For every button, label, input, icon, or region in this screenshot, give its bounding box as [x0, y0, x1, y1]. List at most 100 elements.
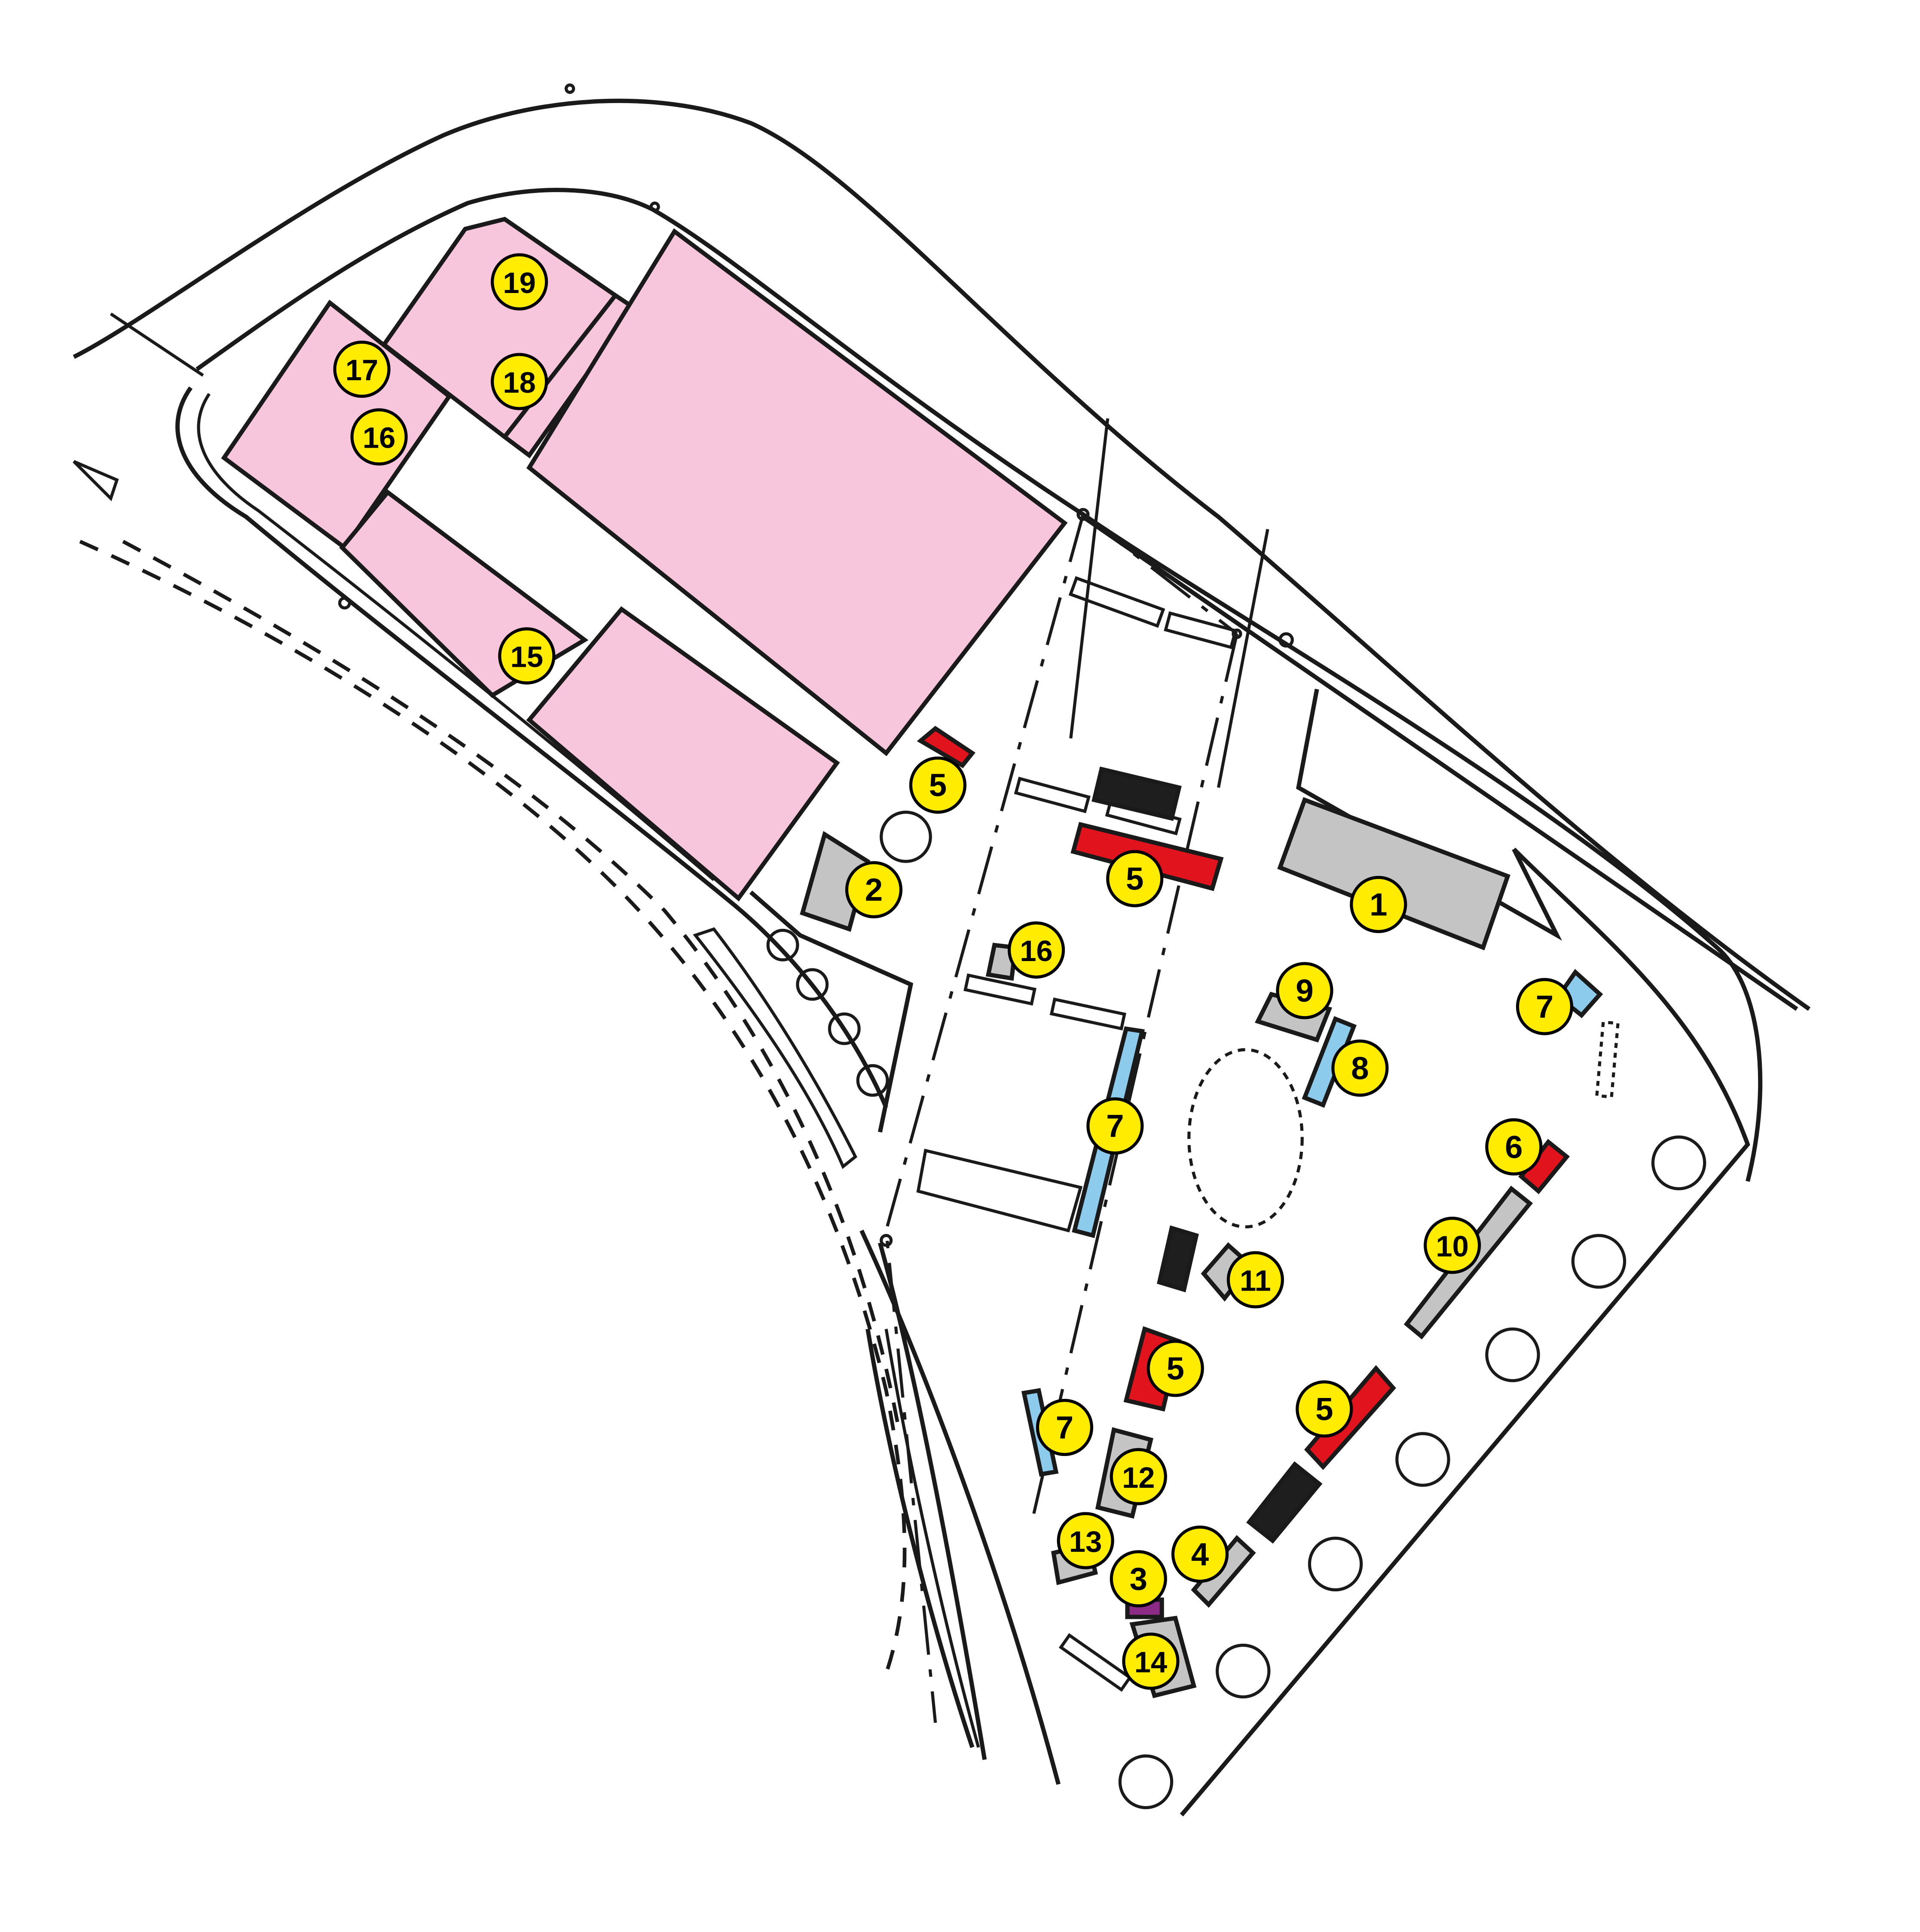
- tree: [766, 928, 799, 961]
- marker-circle: [1146, 1340, 1204, 1397]
- marker-label: 8: [1351, 1050, 1369, 1086]
- axis-north: [1082, 513, 1238, 635]
- marker-label: 2: [865, 872, 883, 908]
- marker-label: 15: [511, 641, 543, 674]
- marker-2: 2: [845, 861, 903, 919]
- marker-label: 14: [1134, 1645, 1167, 1679]
- west-perimeter-inner: [197, 393, 715, 881]
- marker-label: 7: [1536, 989, 1553, 1025]
- marker-label: 11: [1240, 1264, 1271, 1297]
- marker-circle: [1007, 921, 1065, 979]
- marker-5: 5: [1146, 1340, 1204, 1397]
- marker-5: 5: [1106, 850, 1164, 907]
- survey-point: [564, 83, 575, 94]
- hatch-bar-3: [1014, 776, 1091, 813]
- marker-label: 10: [1436, 1230, 1468, 1263]
- marker-circle: [1296, 1380, 1353, 1438]
- marker-circle: [1036, 1398, 1094, 1456]
- marker-label: 7: [1106, 1108, 1124, 1144]
- survey-point: [649, 201, 660, 212]
- marker-18: 18: [491, 353, 548, 410]
- marker-4: 4: [1171, 1525, 1229, 1583]
- marker-circle: [1350, 876, 1407, 933]
- hatch-oval-area: [1187, 1048, 1304, 1229]
- marker-circle: [1226, 1251, 1284, 1309]
- marker-label: 5: [1126, 861, 1143, 897]
- marker-12: 12: [1110, 1448, 1167, 1505]
- hatched-areas: [916, 576, 1620, 1692]
- marker-7: 7: [1516, 978, 1574, 1035]
- marker-circle: [498, 627, 556, 685]
- survey-point: [1278, 632, 1294, 648]
- marker-7: 7: [1086, 1097, 1144, 1155]
- tree: [880, 810, 932, 863]
- marker-7: 7: [1036, 1398, 1094, 1456]
- survey-point: [1076, 508, 1090, 521]
- hatch-bar-6: [1049, 997, 1126, 1031]
- marker-circle: [1276, 962, 1333, 1019]
- marker-circle: [1122, 1633, 1180, 1690]
- marker-label: 19: [503, 266, 535, 299]
- corridor-strip: [693, 927, 858, 1169]
- marker-label: 17: [345, 354, 378, 387]
- marker-label: 18: [503, 366, 535, 399]
- marker-circle: [491, 353, 548, 410]
- black-unit-north: [1091, 766, 1182, 821]
- alley-left: [749, 890, 914, 1133]
- east-boundary: [1180, 847, 1750, 1816]
- marker-label: 9: [1296, 973, 1313, 1009]
- survey-line-a: [1069, 418, 1110, 739]
- marker-16: 16: [350, 408, 408, 466]
- marker-circle: [1424, 1217, 1481, 1274]
- marker-circle: [1485, 1118, 1543, 1176]
- survey-points: [338, 83, 1294, 1247]
- survey-line-b: [1217, 529, 1269, 788]
- marker-circle: [1110, 1550, 1167, 1608]
- marker-19: 19: [491, 253, 548, 311]
- marker-label: 13: [1069, 1525, 1102, 1558]
- marker-circle: [491, 253, 548, 311]
- hatch-bar-7: [1058, 1633, 1132, 1692]
- road-corner: [110, 312, 204, 377]
- marker-label: 16: [1020, 934, 1052, 968]
- marker-circle: [909, 756, 967, 814]
- axis-east: [1032, 633, 1238, 1514]
- marker-13: 13: [1057, 1512, 1114, 1569]
- red-containers: [917, 726, 1570, 1470]
- marker-circle: [1110, 1448, 1167, 1505]
- survey-point: [880, 1234, 893, 1247]
- tree: [1485, 1327, 1540, 1383]
- tree: [856, 1064, 889, 1097]
- marker-label: 5: [1315, 1391, 1333, 1427]
- black-unit-south: [1246, 1461, 1323, 1544]
- marker-label: 16: [363, 421, 395, 455]
- west-perimeter: [175, 386, 888, 1108]
- axis-west: [884, 514, 1085, 1723]
- south-track-b: [865, 1328, 975, 1748]
- element-8: [1302, 1016, 1357, 1108]
- marker-circle: [1106, 850, 1164, 907]
- black-unit-center: [1157, 1225, 1199, 1293]
- marker-6: 6: [1485, 1118, 1543, 1176]
- hatch-bar-8: [1595, 1020, 1620, 1099]
- tree: [796, 968, 829, 1001]
- marker-label: 5: [929, 767, 947, 803]
- trees: [766, 810, 1706, 1810]
- marker-circle: [1516, 978, 1574, 1035]
- hatch-bar-5: [963, 973, 1036, 1006]
- survey-point: [338, 596, 351, 610]
- east-boundary-outer: [1082, 515, 1798, 1011]
- building-main-hall: [526, 228, 1068, 757]
- tree: [1118, 1754, 1174, 1810]
- south-track-c: [884, 1328, 980, 1748]
- marker-10: 10: [1424, 1217, 1481, 1274]
- outer-road-edge: [73, 98, 1811, 1011]
- marker-circle: [350, 408, 408, 466]
- hatch-stage-area: [916, 1148, 1083, 1233]
- gray-structures: [800, 797, 1533, 1698]
- marker-8: 8: [1331, 1039, 1389, 1097]
- tree: [1395, 1432, 1450, 1487]
- marker-circle: [845, 861, 903, 919]
- marker-circle: [1057, 1512, 1114, 1569]
